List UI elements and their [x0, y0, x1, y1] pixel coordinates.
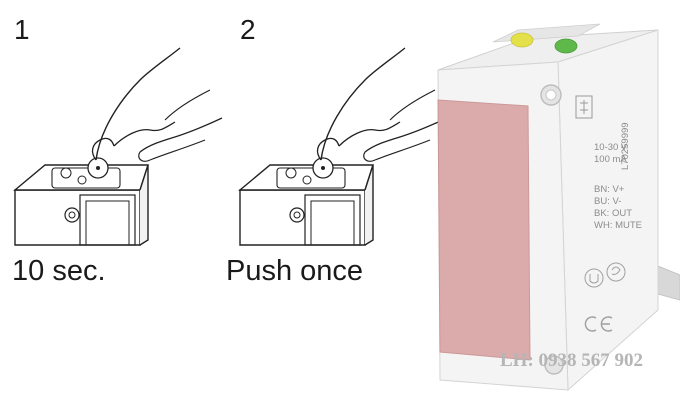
- wiring-wh: WH: MUTE: [594, 220, 642, 231]
- green-led: [554, 38, 578, 54]
- voltage-label: 10-30 V: [594, 142, 628, 153]
- step-2-caption: Push once: [226, 255, 364, 287]
- part-number-label: L70259999: [620, 122, 631, 170]
- ul-mark-icon: [584, 268, 604, 288]
- wiring-bn: BN: V+: [594, 184, 625, 195]
- mounting-hole-bottom: [544, 355, 564, 375]
- yellow-led: [510, 32, 534, 48]
- photoelectric-sensor: 10-30 V 100 mA L70259999 BN: V+ BU: V- B…: [437, 23, 680, 392]
- watermark-phone: LH: 0938 567 902: [500, 350, 644, 371]
- step-2-number: 2: [240, 14, 256, 45]
- wiring-bu: BU: V-: [594, 196, 621, 207]
- sensor-lens: [437, 99, 531, 361]
- csa-mark-icon: [606, 262, 626, 282]
- step-1-number: 1: [14, 14, 30, 45]
- step-1-caption: 10 sec.: [12, 255, 106, 287]
- step-2-hand-press-illustration: [238, 47, 448, 246]
- wiring-bk: BK: OUT: [594, 208, 632, 219]
- ce-mark-icon: [584, 316, 613, 332]
- switch-symbol-icon: [575, 95, 593, 119]
- current-label: 100 mA: [594, 154, 627, 165]
- step-1-hand-press-illustration: [13, 47, 223, 246]
